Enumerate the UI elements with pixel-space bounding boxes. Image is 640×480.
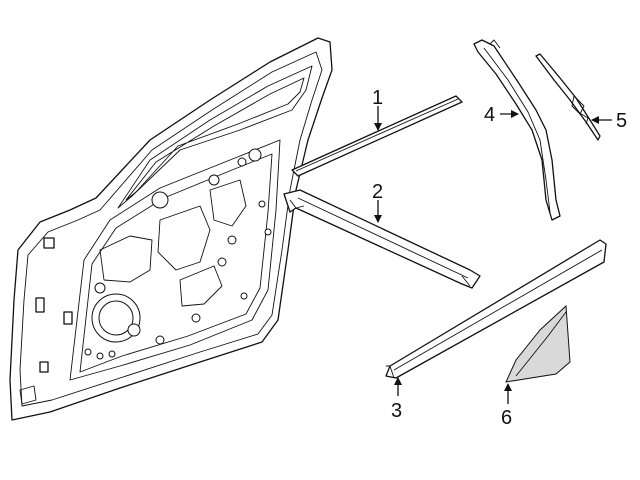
part-4-frame-channel <box>473 39 561 221</box>
part-3-lower-seal <box>385 239 607 379</box>
door-shell <box>9 37 333 421</box>
part-1-belt-moulding <box>291 95 463 177</box>
callout-2: 2 <box>372 181 383 203</box>
callout-6: 6 <box>501 407 512 429</box>
callout-1: 1 <box>372 87 383 109</box>
part-2-weatherstrip <box>283 189 481 289</box>
leader-lines <box>374 106 612 404</box>
part-6-corner-trim <box>505 304 571 383</box>
callout-3: 3 <box>391 400 402 422</box>
part-5-run-channel <box>535 53 601 141</box>
callout-4: 4 <box>484 104 495 126</box>
callout-5: 5 <box>616 110 627 132</box>
